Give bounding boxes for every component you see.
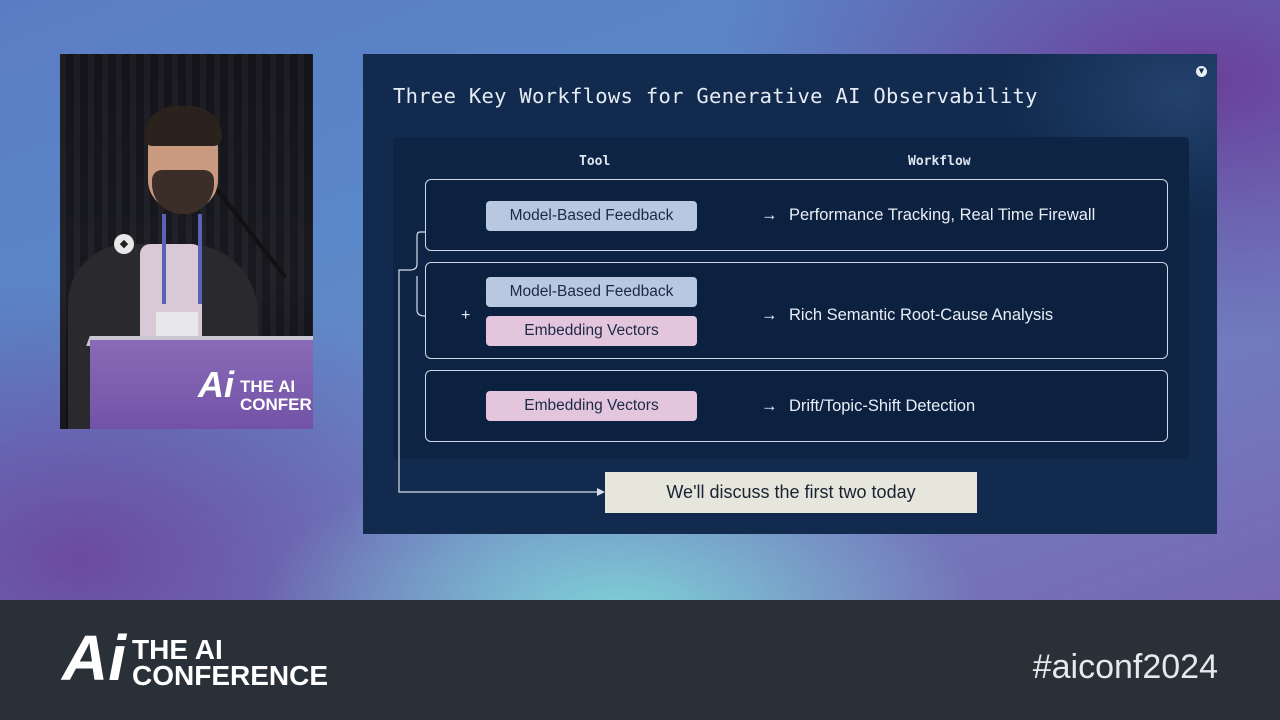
workflow-label: Drift/Topic-Shift Detection [789,397,976,415]
conference-logo-line2: CONFERENCE [132,660,329,691]
tool-chip-embedding-vectors: Embedding Vectors [486,316,697,346]
speaker-beard [152,170,214,214]
workflow-label: Rich Semantic Root-Cause Analysis [789,306,1054,324]
bracket-line-lower [416,276,426,317]
speaker-lanyard [162,214,202,304]
tool-chip-model-based-feedback: Model-Based Feedback [486,201,697,231]
column-header-tool: Tool [579,154,611,169]
podium-logo-line1: THE AI [240,377,296,396]
arrow-right-icon: → [761,306,778,324]
jacket-logo-icon: ◆ [114,234,134,254]
workflow-text: → Performance Tracking, Real Time Firewal… [761,206,1095,225]
table-row: + Model-Based Feedback Embedding Vectors… [425,262,1168,359]
tool-chip-model-based-feedback: Model-Based Feedback [486,277,697,307]
bracket-line [398,231,603,493]
speaker-hair [144,106,222,146]
callout-box: We'll discuss the first two today [605,472,977,513]
podium [90,340,313,429]
arrow-right-icon: → [761,397,778,415]
podium-logo-mark: Ai [198,364,234,405]
podium-logo-line2: CONFER [240,395,312,414]
speaker-video: ◆ Ai THE AI CONFER [60,54,313,429]
conference-footer: Ai THE AI CONFERENCE #aiconf2024 [0,600,1280,720]
workflow-label: Performance Tracking, Real Time Firewall [789,206,1096,224]
conference-logo-mark: Ai [62,622,126,694]
arize-logo-icon: ▼ [1196,66,1207,77]
connector-arrowhead [597,488,605,496]
workflow-text: → Drift/Topic-Shift Detection [761,397,975,416]
presentation-slide: Three Key Workflows for Generative AI Ob… [363,54,1217,534]
bracket-connector [398,231,605,496]
tool-chip-embedding-vectors: Embedding Vectors [486,391,697,421]
speaker-badge [156,312,198,338]
workflow-text: → Rich Semantic Root-Cause Analysis [761,306,1053,325]
plus-icon: + [461,307,471,324]
event-hashtag: #aiconf2024 [1032,648,1218,686]
slide-title: Three Key Workflows for Generative AI Ob… [393,84,1038,108]
table-row: Model-Based Feedback → Performance Tracki… [425,179,1168,251]
column-header-workflow: Workflow [908,154,971,169]
arrow-right-icon: → [761,206,778,224]
conference-logo-line1: THE AI [132,634,223,665]
table-row: Embedding Vectors → Drift/Topic-Shift Det… [425,370,1168,442]
